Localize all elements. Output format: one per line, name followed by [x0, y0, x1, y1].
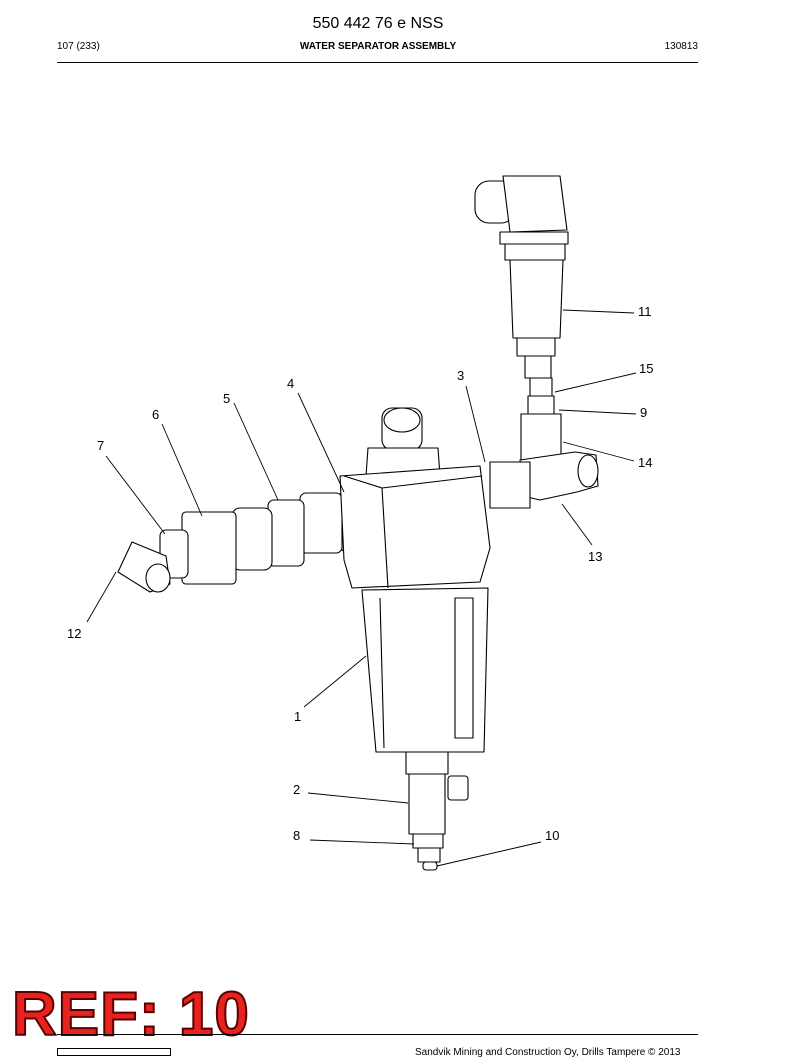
doc-number: 550 442 76 e NSS — [312, 15, 444, 32]
drain-valve-part — [408, 773, 446, 871]
tee-fitting-part — [489, 413, 599, 509]
filter-bowl-part — [361, 587, 489, 801]
left-fittings-part — [117, 489, 377, 593]
callout-14: 14 — [638, 455, 652, 470]
callout-1: 1 — [294, 709, 301, 724]
footer-rule — [57, 1034, 698, 1035]
callout-2: 2 — [293, 782, 300, 797]
callout-12: 12 — [67, 626, 81, 641]
callout-15: 15 — [639, 361, 653, 376]
filter-head-part — [339, 407, 491, 589]
leader-lines — [86, 309, 637, 867]
callout-13: 13 — [588, 549, 602, 564]
callout-8: 8 — [293, 828, 300, 843]
callout-10: 10 — [545, 828, 559, 843]
date-code: 130813 — [664, 41, 698, 52]
callout-7: 7 — [97, 438, 104, 453]
callout-3: 3 — [457, 368, 464, 383]
callout-6: 6 — [152, 407, 159, 422]
header-rule — [57, 62, 698, 63]
pressure-switch-part — [474, 175, 569, 415]
footer-logo — [57, 1048, 171, 1056]
callout-5: 5 — [223, 391, 230, 406]
callout-11: 11 — [638, 304, 652, 319]
callout-4: 4 — [287, 376, 294, 391]
ref-stamp: REF: 10 — [11, 980, 250, 1049]
page-number: 107 (233) — [57, 41, 100, 52]
callout-9: 9 — [640, 405, 647, 420]
page-title: WATER SEPARATOR ASSEMBLY — [299, 41, 457, 52]
